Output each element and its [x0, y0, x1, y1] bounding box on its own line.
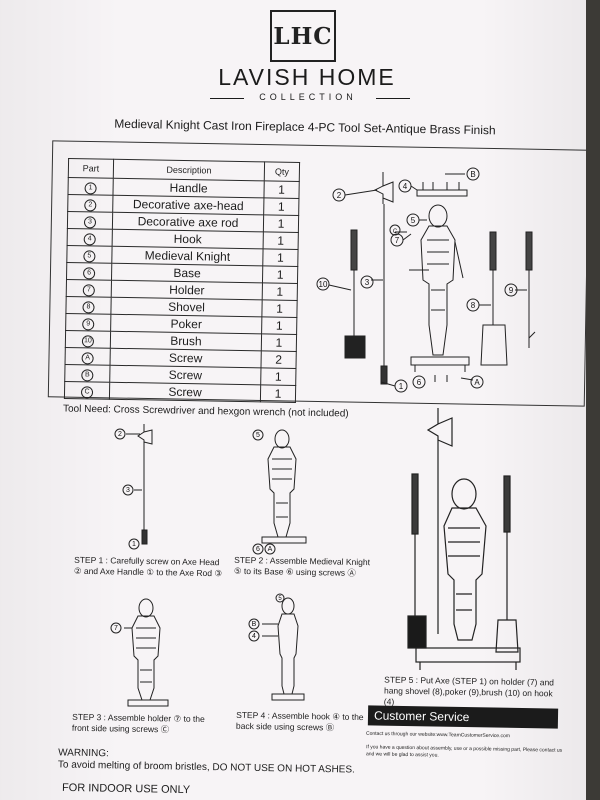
- part-id: 10: [81, 335, 95, 348]
- step-5-figure: [407, 408, 521, 670]
- part-qty: 1: [261, 333, 297, 352]
- diagram-label-10: 10: [319, 280, 328, 289]
- part-id: A: [81, 352, 94, 365]
- part-qty: 1: [260, 367, 296, 386]
- part-qty: 1: [263, 197, 299, 216]
- part-qty: 1: [260, 384, 296, 403]
- diagram-label-6: 6: [417, 378, 422, 387]
- logo-mark: LHC: [273, 22, 333, 50]
- part-id: 1: [84, 182, 97, 195]
- step1-label-2: 2: [118, 431, 122, 438]
- diagram-label-2: 2: [337, 191, 342, 200]
- part-id: 3: [83, 216, 97, 229]
- part-qty: 1: [261, 316, 297, 335]
- step2-label-5: 5: [256, 432, 260, 439]
- diagram-label-a: A: [474, 378, 480, 387]
- step-3-figure: 7: [110, 598, 169, 707]
- diagram-label-5: 5: [411, 216, 416, 225]
- step-2-text: STEP 2 : Assemble Medieval Knight ⑤ to i…: [233, 554, 371, 578]
- part-qty: 1: [263, 231, 299, 250]
- step-2-figure: 5 6 A: [252, 429, 307, 555]
- part-qty: 1: [262, 248, 299, 267]
- part-qty: 1: [262, 265, 298, 284]
- step-4-text: STEP 4 : Assemble hook ④ to the back sid…: [235, 709, 364, 733]
- step3-label-7: 7: [114, 625, 118, 632]
- step2-label-6: 6: [256, 546, 260, 553]
- part-qty: 1: [263, 180, 300, 199]
- part-id: 2: [84, 199, 97, 212]
- diagram-label-b: B: [470, 170, 475, 179]
- step2-label-a: A: [268, 546, 273, 553]
- tool-need-text: Tool Need: Cross Screwdriver and hexgon …: [62, 403, 349, 420]
- diagram-label-3: 3: [365, 278, 370, 287]
- part-qty: 2: [260, 350, 297, 369]
- part-id: 9: [82, 318, 95, 331]
- part-id: 7: [82, 284, 95, 297]
- customer-service-banner: Customer Service: [367, 705, 559, 729]
- diagram-label-4: 4: [403, 182, 408, 191]
- exploded-parts-diagram: 2 3 10 7 5 4 8 9 1 6 A B C: [316, 167, 536, 393]
- diagram-label-c: C: [393, 229, 398, 235]
- step4-label-5: 5: [278, 596, 282, 602]
- indoor-use-notice: FOR INDOOR USE ONLY: [61, 781, 191, 797]
- part-id: 4: [83, 233, 96, 246]
- diagram-label-9: 9: [509, 286, 514, 295]
- warning-block: WARNING: To avoid melting of broom brist…: [58, 747, 355, 776]
- part-id: 5: [83, 250, 96, 263]
- diagram-label-7: 7: [395, 236, 400, 245]
- brand-rule-right: [376, 98, 410, 99]
- step4-label-4: 4: [252, 633, 256, 640]
- brand-name: LAVISH HOME: [218, 64, 396, 90]
- part-qty: 1: [261, 299, 298, 318]
- diagram-label-8: 8: [471, 301, 476, 310]
- step-3-text: STEP 3 : Assemble holder ⑦ to the front …: [71, 711, 205, 735]
- part-qty: 1: [262, 282, 298, 301]
- diagram-label-1: 1: [399, 382, 404, 391]
- background-edge: [586, 0, 600, 800]
- step4-label-b: B: [252, 621, 257, 628]
- step-1-figure: 2 3 1: [114, 424, 153, 550]
- part-id: B: [81, 369, 94, 382]
- part-id: C: [80, 386, 94, 399]
- part-description: Screw: [109, 382, 261, 402]
- service-website-text: Contact us through our website:www.TeamC…: [365, 730, 510, 740]
- step1-label-1: 1: [132, 541, 136, 548]
- product-title: Medieval Knight Cast Iron Fireplace 4-PC…: [114, 116, 496, 138]
- brand-logo: LHC: [270, 10, 336, 62]
- step-1-text: STEP 1 : Carefully screw on Axe Head ② a…: [73, 554, 223, 579]
- brand-subtitle: COLLECTION: [259, 92, 357, 102]
- part-id: 6: [83, 267, 96, 280]
- part-qty: 1: [263, 214, 299, 233]
- service-assist-text: If you have a question about assembly, u…: [365, 744, 563, 759]
- col-header-qty: Qty: [264, 161, 300, 182]
- brand-rule-left: [210, 98, 244, 99]
- step-4-figure: 5 B 4: [248, 593, 305, 701]
- col-header-description: Description: [113, 159, 265, 181]
- part-id: 8: [82, 301, 95, 314]
- col-header-part: Part: [68, 158, 114, 179]
- step1-label-3: 3: [126, 487, 130, 494]
